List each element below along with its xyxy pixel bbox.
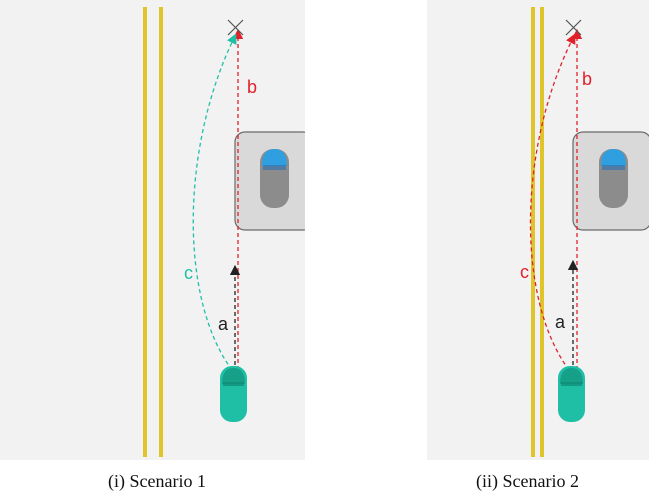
lane-line — [143, 7, 147, 457]
goal-cross-icon — [565, 19, 582, 36]
path-label-a: a — [555, 312, 566, 332]
lane-line — [531, 7, 535, 457]
path-label-a: a — [218, 314, 229, 334]
ego-car-icon — [220, 366, 247, 422]
obstacle-car-icon — [234, 131, 305, 231]
path-label-b: b — [582, 69, 592, 89]
lane-line — [540, 7, 544, 457]
path-label-c: c — [184, 263, 193, 283]
path-c — [529, 33, 576, 371]
scenario-2-caption: (ii) Scenario 2 — [476, 471, 579, 491]
scenario-2-diagram: b a c — [427, 0, 649, 460]
ego-car-icon — [558, 366, 585, 422]
goal-cross-icon — [227, 19, 244, 36]
scenario-1-caption: (i) Scenario 1 — [108, 471, 206, 491]
path-label-c: c — [520, 262, 529, 282]
lane-line — [159, 7, 163, 457]
path-c — [192, 33, 237, 371]
obstacle-car-icon — [572, 131, 649, 231]
path-label-b: b — [247, 77, 257, 97]
scenario-1-diagram: b a c — [0, 0, 305, 460]
